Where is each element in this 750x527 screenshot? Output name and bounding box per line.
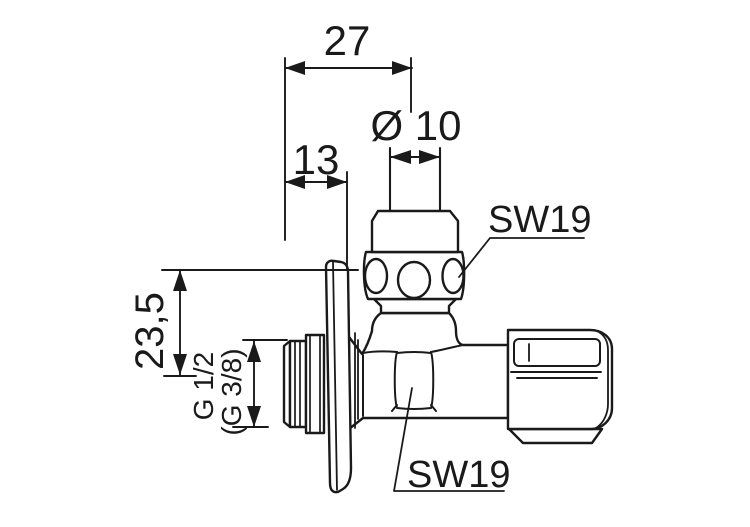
dim-27-arrow-left bbox=[285, 61, 305, 75]
valve-body bbox=[347, 311, 510, 431]
valve-stem bbox=[388, 146, 442, 213]
body-hex-boss bbox=[391, 351, 437, 412]
inlet-thread bbox=[288, 339, 308, 429]
bonnet-neck bbox=[372, 297, 458, 315]
wrench-size-top-label: SW19 bbox=[488, 199, 591, 241]
dim-235-arrow-top bbox=[173, 270, 187, 291]
dimension-text-layer: 27 13 Ø 10 23,5 G 1/2 (G 3/8) SW19 SW19 bbox=[128, 17, 591, 496]
handle-skirt bbox=[507, 427, 604, 445]
wall-flange-rim-edge bbox=[332, 261, 338, 491]
dim-13-arrow-left bbox=[285, 175, 305, 189]
thread-size-label: G 1/2 bbox=[188, 352, 219, 420]
inlet-step-rings bbox=[354, 332, 359, 429]
dim-13-label: 13 bbox=[293, 136, 340, 183]
bonnet-hex-facet-center bbox=[396, 260, 432, 300]
stem-cap bbox=[370, 209, 460, 254]
dim-27-arrow-right bbox=[392, 61, 412, 75]
bonnet-hex-facet-right bbox=[441, 257, 465, 295]
valve-body-contours bbox=[362, 344, 464, 417]
dim-dia10-arrow-right bbox=[419, 150, 440, 164]
thread-size-alt-label: (G 3/8) bbox=[216, 348, 247, 435]
valve-outline-layer bbox=[282, 146, 614, 494]
inlet-thread-lines bbox=[294, 340, 301, 428]
dim-235-arrow-bottom bbox=[173, 354, 187, 375]
dim-27-label: 27 bbox=[324, 17, 371, 64]
dim-height-offset-label: 23,5 bbox=[128, 292, 172, 370]
dim-thread-arrow-bottom bbox=[247, 406, 261, 427]
bonnet-hex-facet-left bbox=[363, 257, 389, 295]
handle-grip-lip bbox=[510, 371, 602, 379]
dimension-layer bbox=[161, 57, 585, 492]
inlet-collar-lines bbox=[309, 334, 321, 434]
dim-dia10-arrow-left bbox=[390, 150, 411, 164]
wrench-size-bottom-label: SW19 bbox=[407, 454, 510, 496]
wall-flange bbox=[324, 259, 353, 494]
inlet-collar bbox=[304, 333, 326, 435]
handle bbox=[506, 328, 614, 431]
leader-sw19-top bbox=[458, 237, 585, 278]
handle-inner-edge bbox=[595, 330, 609, 429]
handle-grip-recess bbox=[513, 338, 601, 367]
dim-thread-arrow-top bbox=[247, 341, 261, 362]
leader-sw19-bottom bbox=[393, 387, 505, 492]
dim-13-arrow-right bbox=[327, 175, 347, 189]
dim-diameter-label: Ø 10 bbox=[370, 102, 461, 149]
